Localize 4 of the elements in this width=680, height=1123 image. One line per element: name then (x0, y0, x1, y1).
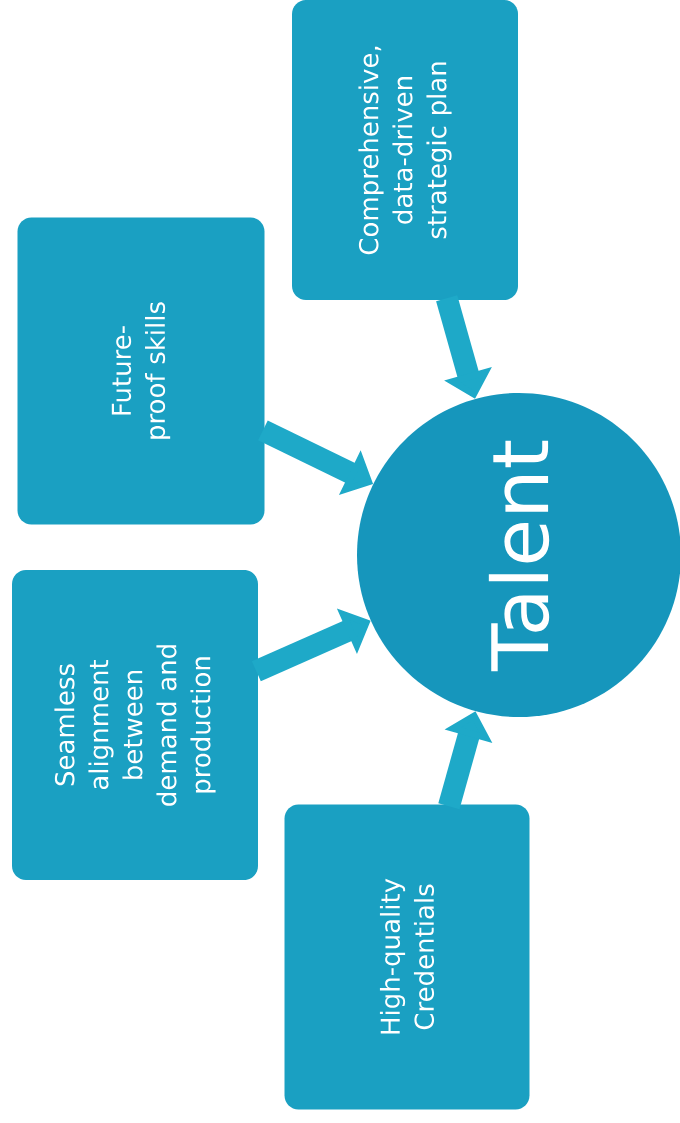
rounded-box: High-quality Credentials (284, 804, 530, 1110)
rounded-box: Comprehensive, data-driven strategic plan (292, 0, 518, 300)
rounded-box: Seamless alignment between demand and production (12, 570, 258, 880)
rounded-box: Future-proof skills (17, 217, 265, 525)
